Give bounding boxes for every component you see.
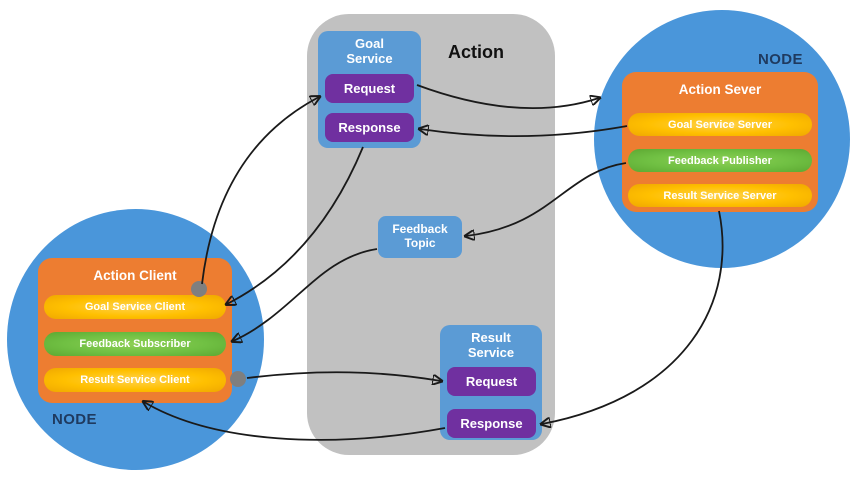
result-service-box: Result Service Request Response (440, 325, 542, 440)
result-service-server-pill: Result Service Server (628, 184, 812, 207)
result-response-button: Response (447, 409, 536, 438)
action-panel-title: Action (448, 42, 504, 62)
action-server-box: Action Sever Goal Service Server Feedbac… (622, 72, 818, 212)
goal-request-button: Request (325, 74, 414, 103)
goal-service-client-pill: Goal Service Client (44, 295, 226, 319)
result-client-connector-dot (230, 371, 246, 387)
result-service-title: Result Service (467, 330, 515, 360)
result-service-client-pill: Result Service Client (44, 368, 226, 392)
feedback-publisher-pill: Feedback Publisher (628, 149, 812, 172)
goal-service-box: Goal Service Request Response (318, 31, 421, 148)
goal-service-title: Goal Service (346, 36, 393, 66)
result-request-button: Request (447, 367, 536, 396)
action-client-box: Action Client Goal Service Client Feedba… (38, 258, 232, 403)
feedback-topic-box: Feedback Topic (378, 216, 462, 258)
goal-client-connector-dot (191, 281, 207, 297)
client-node-label: NODE (52, 411, 97, 428)
goal-response-button: Response (325, 113, 414, 142)
goal-service-server-pill: Goal Service Server (628, 113, 812, 136)
server-node-label: NODE (758, 51, 803, 68)
action-client-title: Action Client (93, 268, 177, 283)
action-server-title: Action Sever (678, 82, 762, 97)
feedback-topic-title: Feedback Topic (392, 222, 448, 250)
feedback-subscriber-pill: Feedback Subscriber (44, 332, 226, 356)
